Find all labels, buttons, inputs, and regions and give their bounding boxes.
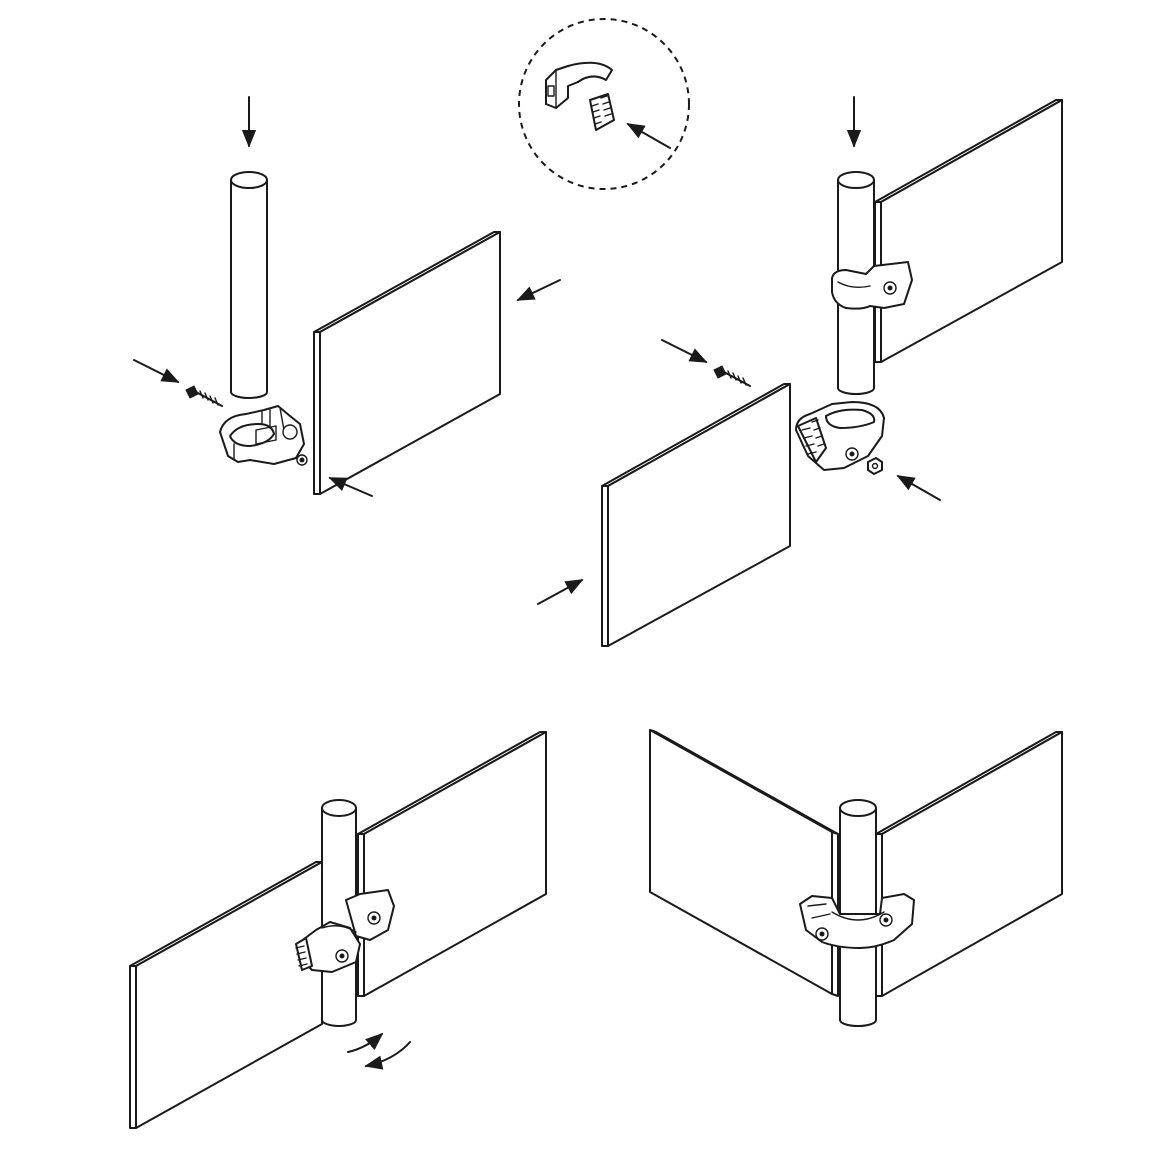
clamp xyxy=(795,401,885,471)
callout-insert xyxy=(589,93,615,131)
clamp xyxy=(295,889,395,973)
step-1 xyxy=(133,96,561,497)
tube xyxy=(230,171,268,399)
panel xyxy=(129,861,323,1129)
panel-arrow-bottom xyxy=(328,477,373,497)
panel xyxy=(313,231,501,495)
detail-callout xyxy=(518,18,690,190)
step-2 xyxy=(537,96,1063,647)
nut-arrow xyxy=(896,475,941,501)
nut xyxy=(867,457,883,475)
step-3 xyxy=(129,731,547,1129)
panel-arrow-right xyxy=(516,279,561,301)
screw xyxy=(185,385,223,407)
clamp xyxy=(219,405,308,466)
panel xyxy=(601,383,791,647)
clamp xyxy=(799,893,915,949)
rotation-arrows xyxy=(347,1032,411,1070)
screw-arrow xyxy=(661,339,708,363)
step-4 xyxy=(649,729,1063,1027)
panel xyxy=(874,99,1063,363)
callout-clamp-half xyxy=(545,61,613,109)
clamp xyxy=(831,261,913,310)
callout-arrow xyxy=(626,123,671,149)
panel xyxy=(649,729,839,997)
panel-arrow xyxy=(537,579,584,605)
panel xyxy=(875,731,1063,997)
screw xyxy=(713,365,751,387)
callout-dashed-circle xyxy=(518,18,690,190)
panel xyxy=(357,731,547,997)
screw-arrow xyxy=(133,359,180,383)
